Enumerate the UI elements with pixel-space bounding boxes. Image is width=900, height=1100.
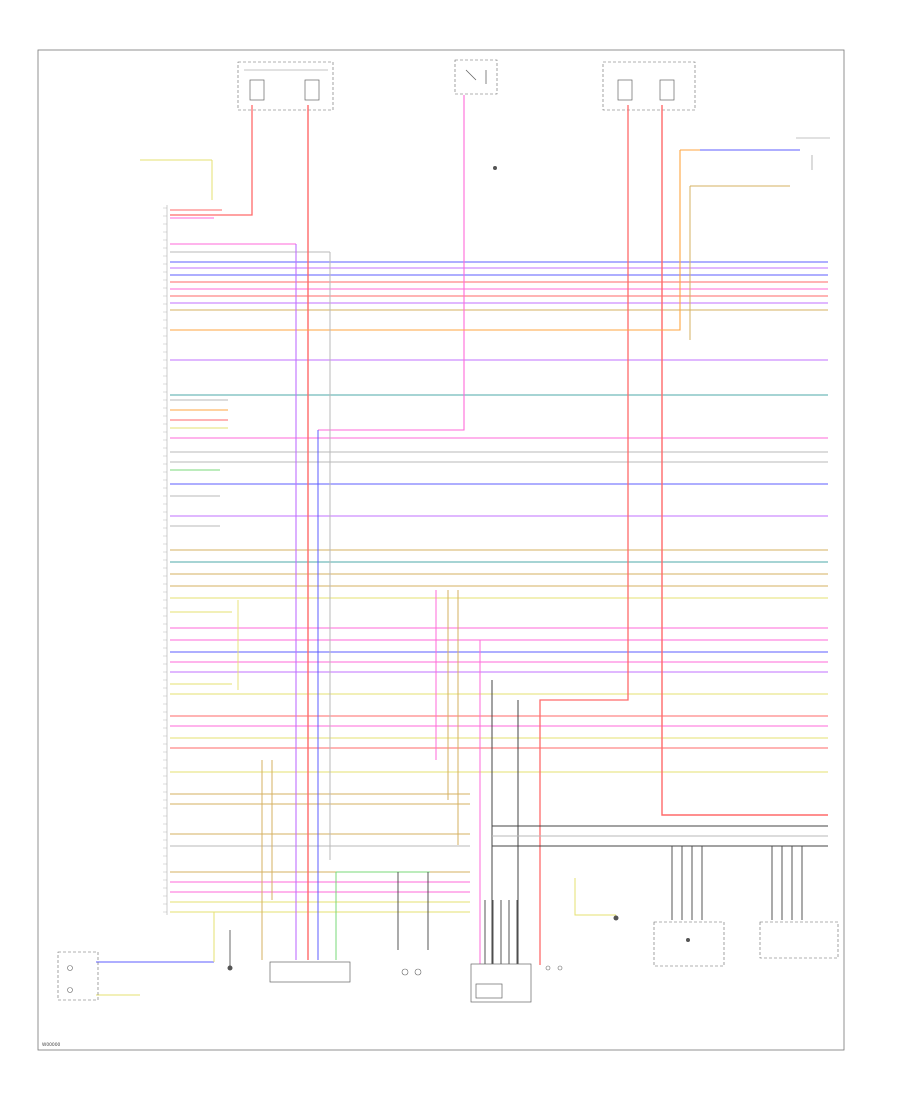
sensor-bottom-right-1	[653, 921, 725, 967]
fuse-box-right	[602, 61, 696, 111]
steering-column-module	[470, 963, 563, 1003]
diagram-frame	[37, 49, 845, 1051]
wire-path	[574, 878, 616, 916]
component-bottom-center	[401, 968, 422, 976]
footer-code: W00000	[42, 1042, 61, 1048]
ground-point-1	[227, 930, 233, 971]
wire-path	[170, 105, 253, 216]
ground-point-2	[613, 915, 619, 921]
wire-path	[318, 95, 465, 431]
wire-path	[661, 105, 828, 816]
wire-group	[96, 95, 828, 996]
sensor-bottom-right-2	[759, 921, 839, 959]
sensor-bottom-left	[57, 951, 99, 1001]
wire-path	[539, 105, 629, 965]
control-module-bottom	[269, 961, 351, 983]
fuse-box-left	[237, 61, 334, 111]
pin-labels	[163, 207, 167, 913]
wire-path	[170, 150, 681, 331]
relay-box-center	[454, 59, 498, 170]
connector-top-right	[796, 137, 830, 170]
